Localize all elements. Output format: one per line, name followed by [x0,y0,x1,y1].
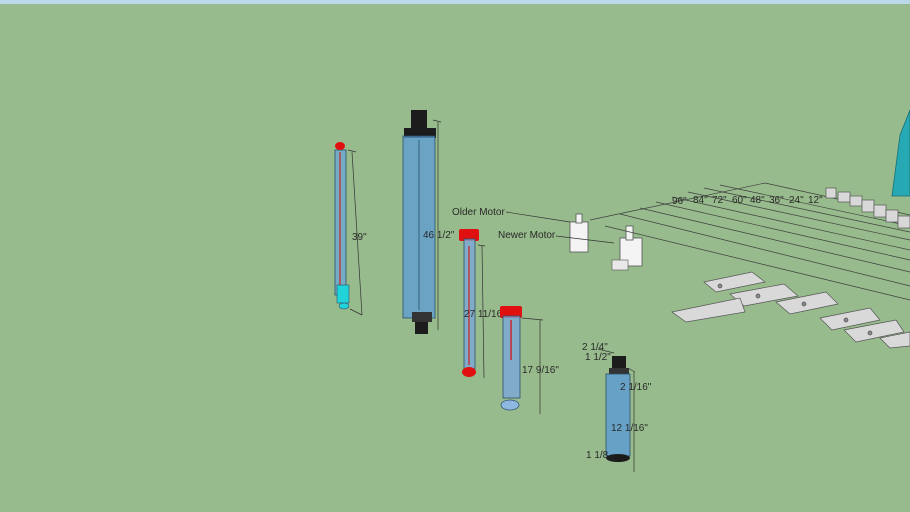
rail-label-72: 72" [712,195,727,206]
dimension-label-12-1-16: 12 1/16" [611,423,648,434]
rail-label-36: 36" [769,195,784,206]
cylinder-17-model[interactable]: 17 9/16" [500,306,559,414]
teal-frame-model[interactable] [891,109,910,197]
rail-label-48: 48" [750,195,765,206]
cylinder-27-model[interactable]: 27 11/16 [459,229,503,379]
3d-viewport[interactable]: 39" 46 1/2" 27 11/16 17 9/16" [0,4,910,512]
rail-label-24: 24" [789,195,804,206]
cylinder-46-model[interactable]: 46 1/2" [402,110,455,334]
cylinder-39-model[interactable]: 39" [334,142,367,316]
rail-length-labels: 96" 84" 72" 60" 48" 36" 24" 12" [672,195,823,207]
older-motor-label: Older Motor [452,207,505,218]
dimension-label-27: 27 11/16 [464,309,503,320]
mounting-plates[interactable] [671,271,910,349]
older-motor-model[interactable]: Older Motor [452,207,589,253]
scene-canvas[interactable]: 39" 46 1/2" 27 11/16 17 9/16" [0,4,910,512]
cylinder-12-model[interactable]: 2 1/4" 1 1/2" 2 1/16" 12 1/16" 1 1/8 [582,342,652,472]
rail-label-96: 96" [672,196,687,207]
newer-motor-label: Newer Motor [498,230,556,241]
newer-motor-model[interactable]: Newer Motor [498,225,643,271]
dimension-label-2-1-16: 2 1/16" [620,382,652,393]
bracket-row[interactable] [825,187,910,229]
dimension-label-1-1-2: 1 1/2" [585,352,611,363]
dimension-label-39: 39" [352,232,367,243]
dimension-label-1-1-8: 1 1/8 [586,450,609,461]
window-top-edge [0,0,910,4]
dimension-label-46: 46 1/2" [423,230,455,241]
rail-label-60: 60" [732,195,747,206]
rail-group[interactable] [589,182,910,301]
rail-label-84: 84" [693,195,708,206]
rail-label-12: 12" [808,195,823,206]
dimension-label-17: 17 9/16" [522,365,559,376]
dimension-label-2-1-4: 2 1/4" [582,342,608,353]
